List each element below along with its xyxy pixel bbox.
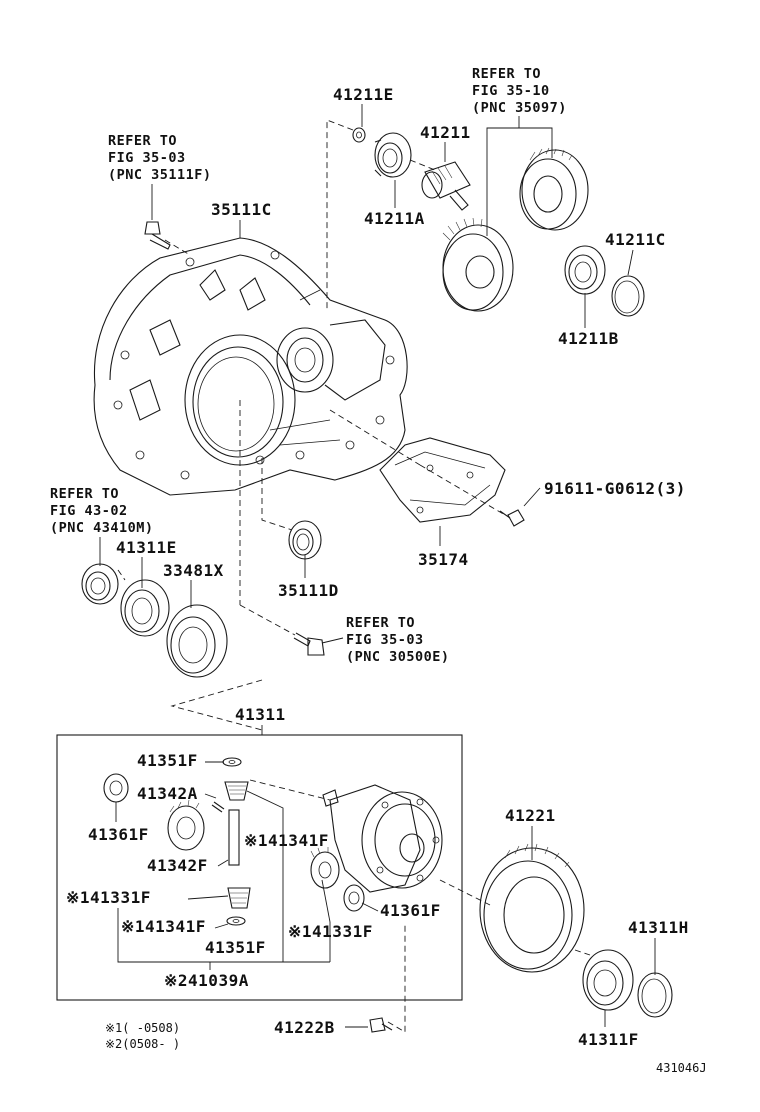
ref-30500E-line2: FIG 35-03 — [346, 632, 424, 648]
ref-43410M-line1: REFER TO — [50, 486, 119, 502]
pinion-gear-41341F-top — [224, 781, 249, 801]
bolt-41222B — [369, 1017, 393, 1033]
bearing-41311F — [582, 949, 634, 1011]
label-41341F-right: ※141341F — [244, 831, 329, 850]
ref-35097-line2: FIG 35-10 — [472, 83, 550, 99]
ref-35111F-line2: FIG 35-03 — [108, 150, 186, 166]
label-41311F: 41311F — [578, 1030, 639, 1049]
ref-35111F-line1: REFER TO — [108, 133, 177, 149]
label-41311E: 41311E — [116, 538, 177, 557]
washer-41361F-left — [103, 773, 129, 803]
label-35174: 35174 — [418, 550, 469, 569]
label-41311: 41311 — [235, 705, 286, 724]
label-35111D: 35111D — [278, 581, 339, 600]
label-41211A: 41211A — [364, 209, 425, 228]
ref-43410M-line2: FIG 43-02 — [50, 503, 128, 519]
washer-41351F-top — [222, 757, 242, 767]
label-41341F-bottom: ※141341F — [121, 917, 206, 936]
label-41211B: 41211B — [558, 329, 619, 348]
pinion-shaft-41211 — [421, 161, 471, 211]
seal-33481X — [166, 604, 228, 678]
bolt-35111F — [144, 221, 171, 250]
shim-41311H — [637, 972, 673, 1018]
transaxle-case-35111C — [93, 237, 408, 496]
bolt-91611-G0612 — [499, 509, 525, 527]
label-41331F-left: ※141331F — [66, 888, 151, 907]
label-41351F-top: 41351F — [137, 751, 198, 770]
washer-41361F-right — [343, 884, 365, 912]
alignment-lines — [117, 119, 591, 1033]
shim-41211C — [611, 275, 645, 317]
leader-lines — [99, 104, 656, 1028]
label-41361F-right: 41361F — [380, 901, 441, 920]
label-91611-G0612: 91611-G0612(3) — [544, 479, 686, 498]
label-41211: 41211 — [420, 123, 471, 142]
bearing-41211A — [374, 132, 412, 178]
label-33481X: 33481X — [163, 561, 224, 580]
label-41211E: 41211E — [333, 85, 394, 104]
label-41311H: 41311H — [628, 918, 689, 937]
ref-30500E-line1: REFER TO — [346, 615, 415, 631]
seal-41311E — [81, 563, 119, 605]
seal-35111D — [288, 520, 322, 560]
pinion-gear-41341F-bottom — [227, 887, 251, 909]
ref-43410M-line3: (PNC 43410M) — [50, 520, 154, 536]
side-gear-41331F-right — [310, 847, 340, 889]
label-41222B: 41222B — [274, 1018, 335, 1037]
note-1: ※1( -0508) — [105, 1021, 180, 1035]
ref-35097-line3: (PNC 35097) — [472, 100, 567, 116]
shaft-41342F — [228, 809, 240, 866]
label-41342A: 41342A — [137, 784, 198, 803]
differential-case — [322, 784, 443, 893]
gear-35097 — [519, 147, 589, 231]
note-2: ※2(0508- ) — [105, 1037, 180, 1051]
gear-41211-large — [442, 217, 514, 312]
ref-35097-line1: REFER TO — [472, 66, 541, 82]
figure-id: 431046J — [656, 1061, 707, 1075]
label-41351F-bottom: 41351F — [205, 938, 266, 957]
bolt-30500E — [293, 632, 325, 656]
label-35111C: 35111C — [211, 200, 272, 219]
side-gear-41331F-left — [167, 799, 205, 851]
ref-35111F-line3: (PNC 35111F) — [108, 167, 212, 183]
label-41361F-left: 41361F — [88, 825, 149, 844]
bearing-41211B — [564, 245, 606, 295]
ref-30500E-line3: (PNC 30500E) — [346, 649, 450, 665]
label-41342F: 41342F — [147, 856, 208, 875]
nut-41211E — [352, 127, 366, 143]
differential-callout-box — [56, 734, 463, 1001]
label-41039A: ※241039A — [164, 971, 249, 990]
label-41211C: 41211C — [605, 230, 666, 249]
ring-gear-41221 — [479, 843, 585, 973]
pin-41342A — [211, 801, 225, 813]
washer-41351F-bottom — [226, 916, 246, 926]
cover-35174 — [379, 437, 506, 523]
label-41221: 41221 — [505, 806, 556, 825]
bearing-41311E — [120, 579, 170, 637]
